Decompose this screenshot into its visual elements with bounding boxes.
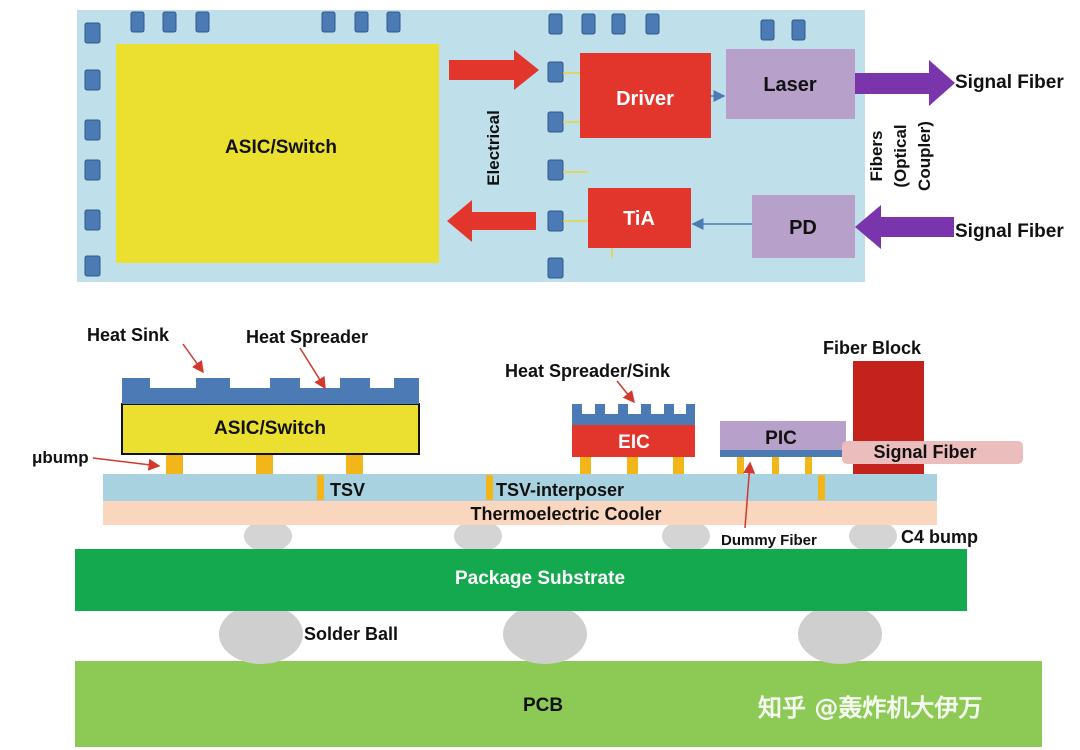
tia-label: TiA [623,208,655,230]
signal-fiber-out-arrow [855,60,955,106]
asic-heat-sink [122,378,419,404]
c4-bump-label: C4 bump [901,527,978,547]
top-view: ASIC/Switch Electrical Driver TiA Laser … [77,10,1064,282]
pd-block [752,195,855,258]
heat-sink-label: Heat Sink [87,325,170,345]
fibers-label-line-1: Fibers [867,130,886,181]
tia-block [588,188,691,248]
asic-switch-die [116,44,439,263]
c4-bumps [244,520,897,552]
eic-chip [572,425,695,457]
solder-ball-label: Solder Ball [304,624,398,644]
laser-block [726,49,855,119]
signal-fiber-out-label: Signal Fiber [955,72,1064,93]
pic-waveguide-layer [720,450,846,457]
thermoelectric-cooler [103,501,937,525]
bond-pads [84,11,806,279]
asic-switch-chip-label: ASIC/Switch [214,418,326,439]
pd-label: PD [789,217,817,239]
laser-label: Laser [763,74,817,96]
solder-balls [219,604,882,664]
pcb-label: PCB [523,695,563,716]
micro-bumps [166,454,812,474]
fibers-label-line-3: Coupler) [915,121,934,191]
electrical-arrow-right [449,50,539,90]
heat-spreader-label: Heat Spreader [246,327,368,347]
cooler-label: Thermoelectric Cooler [470,504,661,524]
signal-fiber-in-arrow [855,205,954,249]
dummy-fiber-label: Dummy Fiber [721,532,817,549]
fiber-block-label: Fiber Block [823,338,922,358]
driver-label: Driver [616,88,674,110]
tsv-vias [317,475,825,500]
pcb-board [75,661,1042,747]
asic-switch-chip [121,403,420,455]
signal-fiber-label: Signal Fiber [873,442,976,462]
signal-fiber-in-label: Signal Fiber [955,221,1064,242]
pic-chip [720,421,846,450]
electrical-arrow-left [447,200,536,242]
tsv-interposer-label: TSV-interposer [496,480,624,500]
tsv-interposer [103,474,937,501]
heat-spreader-sink-label: Heat Spreader/Sink [505,361,671,381]
eic-label: EIC [618,432,650,453]
asic-switch-label: ASIC/Switch [225,137,337,158]
electrical-label: Electrical [484,110,503,186]
watermark-text: 知乎 @轰炸机大伊万 [758,694,982,722]
signal-fiber-bar [842,441,1023,464]
ubump-label: μbump [32,448,89,467]
package-substrate-label: Package Substrate [455,568,625,589]
package-substrate [75,549,967,611]
pic-label: PIC [765,428,797,449]
cross-section: PCB Solder Ball Package Substrate Thermo… [32,325,1042,747]
fibers-label-line-2: (Optical [891,124,910,187]
eic-heat-spreader [572,404,695,425]
driver-block [580,53,711,138]
driver-traces [563,72,613,258]
callout-arrows [92,343,756,529]
tsv-label: TSV [330,480,365,500]
